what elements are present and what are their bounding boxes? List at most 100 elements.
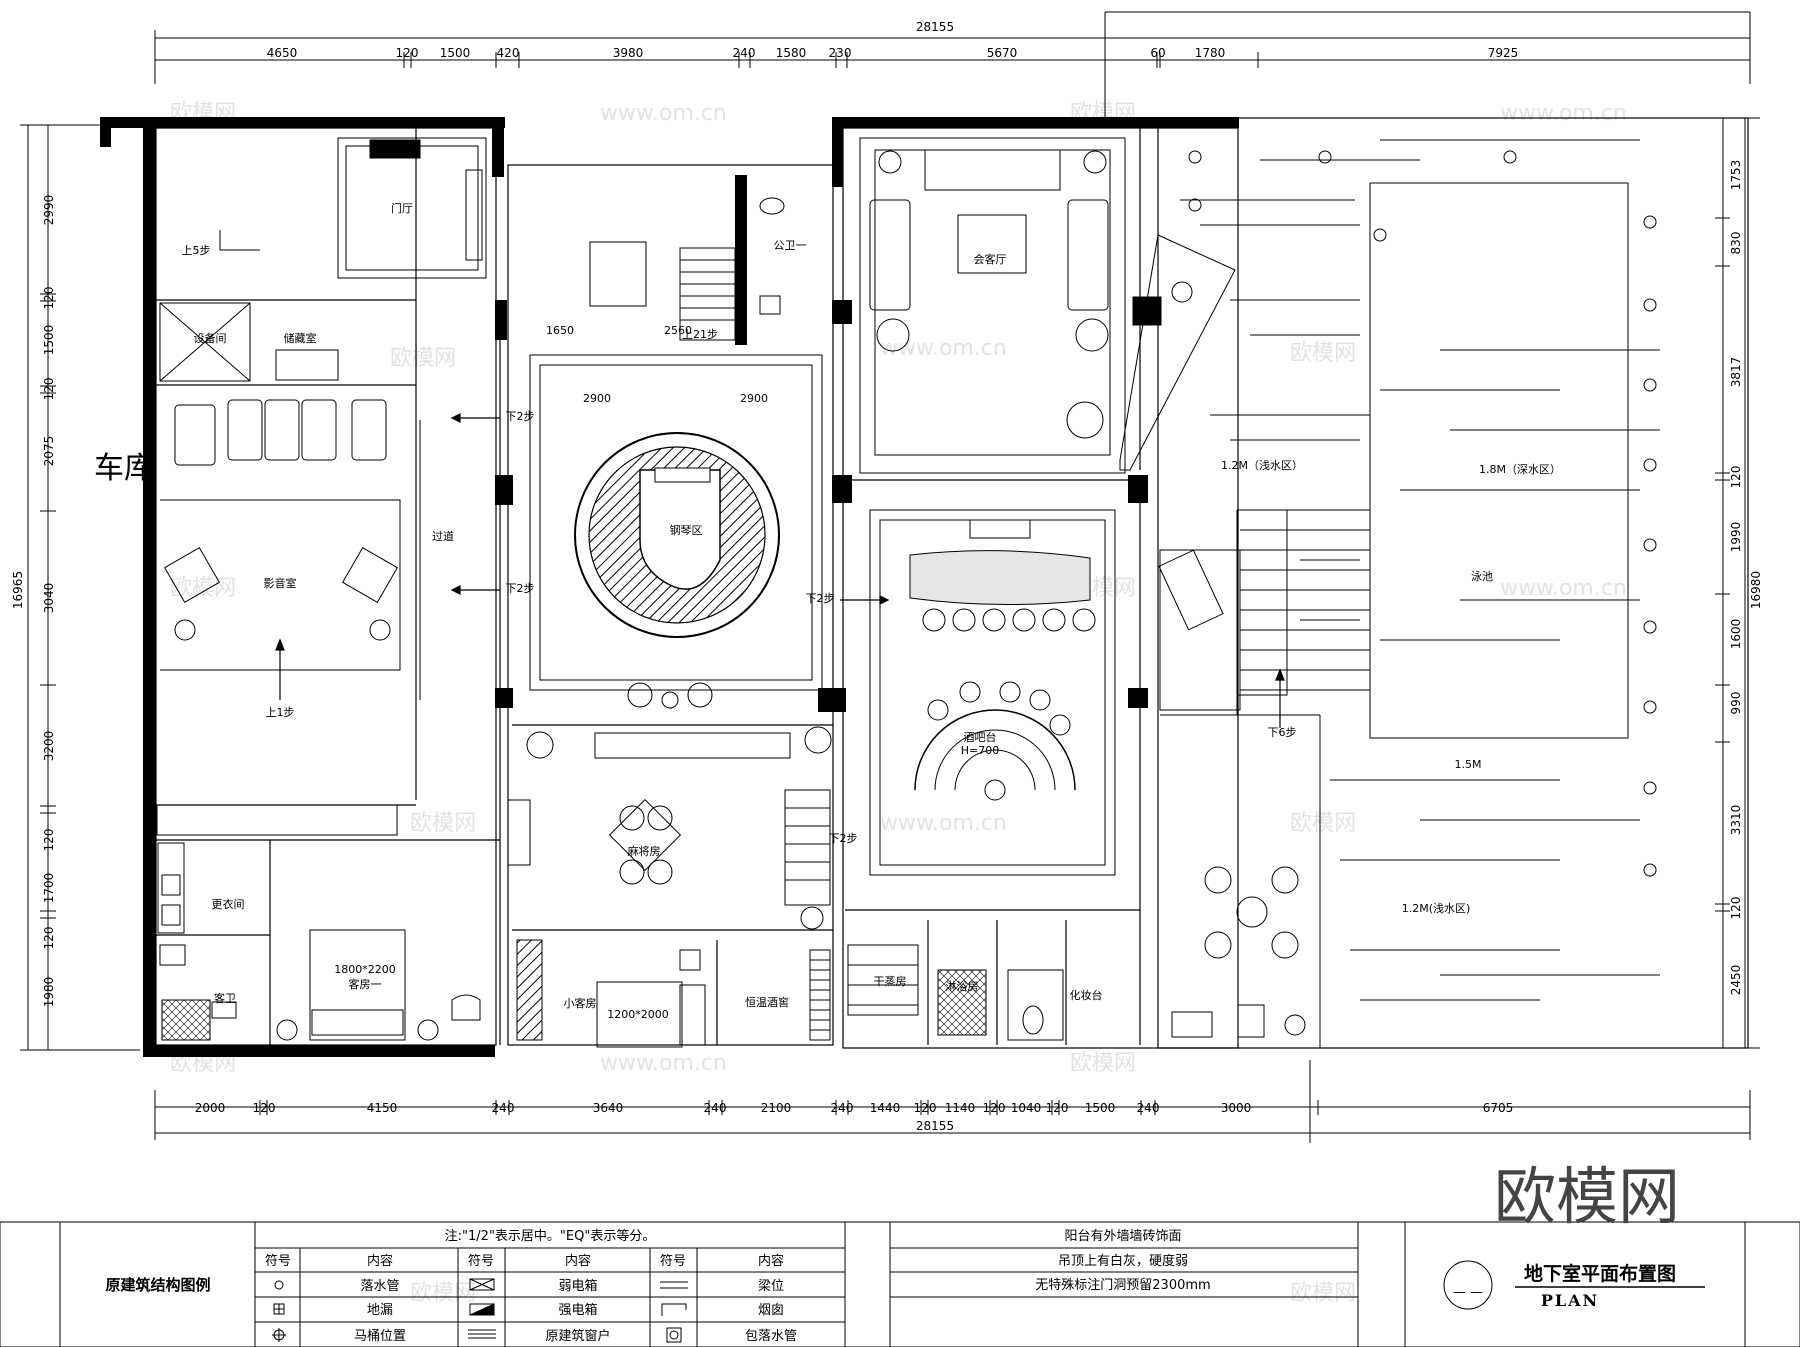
dim-top: 3980 <box>613 46 644 60</box>
drawing-subtitle: PLAN <box>1541 1291 1599 1310</box>
exterior-walls <box>100 117 1239 1057</box>
room-foyer: 门厅 <box>391 201 413 215</box>
note-down2: 下2步 <box>506 410 535 423</box>
legend-col-content: 内容 <box>367 1253 393 1269</box>
note-up5: 上5步 <box>182 244 211 257</box>
watermark: 欧模网 <box>390 346 456 371</box>
dim-left: 3040 <box>42 583 56 614</box>
title-block: — — 地下室平面布置图 PLAN <box>1453 1262 1705 1310</box>
dim-right: 830 <box>1729 232 1743 255</box>
dim-bottom: 1500 <box>1085 1101 1116 1115</box>
dim-inner: 2560 <box>664 324 692 337</box>
dim-right: 2450 <box>1729 965 1743 996</box>
legend-title: 原建筑结构图例 <box>105 1276 210 1294</box>
pool-mid: 1.5M <box>1455 758 1482 771</box>
dim-top-total: 28155 <box>916 20 954 34</box>
bar-height: H=700 <box>961 744 999 757</box>
watermark-logo: 欧模网 <box>1494 1160 1680 1233</box>
legend-col-content: 内容 <box>758 1253 784 1269</box>
dim-bottom: 120 <box>1046 1101 1069 1115</box>
dim-left: 2075 <box>42 436 56 467</box>
legend-table <box>0 1221 1800 1347</box>
dim-bottom: 120 <box>914 1101 937 1115</box>
legend-item: 强电箱 <box>558 1302 597 1318</box>
room-theater: 影音室 <box>264 576 297 590</box>
room-shower: 淋浴房 <box>946 980 979 993</box>
room-wine-cellar: 恒温酒窖 <box>745 995 789 1009</box>
dim-top: 420 <box>497 46 520 60</box>
legend-symbols <box>272 1278 688 1343</box>
dim-right: 120 <box>1729 897 1743 920</box>
dim-right: 1600 <box>1729 619 1743 650</box>
remark: 无特殊标注门洞预留2300mm <box>1035 1278 1210 1293</box>
room-cloakroom: 更衣间 <box>212 897 245 911</box>
note-down6: 下6步 <box>1268 726 1297 739</box>
dim-bottom: 3000 <box>1221 1101 1252 1115</box>
room-guest-1: 客房一 <box>349 977 382 991</box>
watermark-url: www.om.cn <box>600 1051 727 1076</box>
dim-top: 60 <box>1150 46 1165 60</box>
legend-text: 原建筑结构图例 注:"1/2"表示居中。"EQ"表示等分。 符号 内容 符号 内… <box>105 1228 1210 1344</box>
dim-top: 1500 <box>440 46 471 60</box>
watermark: 欧模网 <box>1070 1051 1136 1076</box>
pool-shallow: 1.2M（浅水区） <box>1221 459 1303 472</box>
legend-item: 落水管 <box>360 1279 399 1294</box>
pool-lights <box>1188 150 1657 877</box>
dim-bottom: 120 <box>253 1101 276 1115</box>
dim-bottom: 2000 <box>195 1101 226 1115</box>
legend-col-content: 内容 <box>565 1253 591 1269</box>
dim-bottom: 240 <box>1137 1101 1160 1115</box>
note-up1: 上1步 <box>266 706 295 719</box>
dim-top: 4650 <box>267 46 298 60</box>
dim-left: 120 <box>42 927 56 950</box>
dim-inner: 2900 <box>583 392 611 405</box>
dim-left: 1500 <box>42 325 56 356</box>
room-pool: 泳池 <box>1471 569 1493 583</box>
note-down2: 下2步 <box>506 582 535 595</box>
legend-item: 烟囱 <box>758 1303 784 1318</box>
pool-shallow: 1.2M(浅水区) <box>1402 902 1471 915</box>
room-piano: 钢琴区 <box>670 524 703 537</box>
dim-left-total: 16965 <box>11 571 25 609</box>
legend-item: 马桶位置 <box>354 1329 406 1344</box>
remark: 阳台有外墙墙砖饰面 <box>1064 1229 1181 1244</box>
dim-bottom: 240 <box>492 1101 515 1115</box>
room-public-wc: 公卫一 <box>774 239 807 252</box>
room-small-guest: 小客房 <box>564 996 597 1010</box>
watermark-url: www.om.cn <box>880 336 1007 361</box>
watermark-url: www.om.cn <box>880 811 1007 836</box>
room-mahjong: 麻将房 <box>628 844 661 858</box>
dim-bottom: 240 <box>831 1101 854 1115</box>
dim-inner: 1650 <box>546 324 574 337</box>
note-down2: 下2步 <box>829 832 858 845</box>
dim-left: 120 <box>42 829 56 852</box>
dim-top: 230 <box>829 46 852 60</box>
dim-inner: 2900 <box>740 392 768 405</box>
dim-left: 1700 <box>42 873 56 904</box>
note-up21: 上21步 <box>682 328 718 341</box>
dim-bottom: 1040 <box>1011 1101 1042 1115</box>
legend-item: 包落水管 <box>745 1329 797 1344</box>
dim-top: 1580 <box>776 46 807 60</box>
dim-left: 2990 <box>42 195 56 226</box>
drawing-title: 地下室平面布置图 <box>1524 1262 1676 1285</box>
watermark: 欧模网 <box>1290 811 1356 836</box>
legend-col-symbol: 符号 <box>265 1253 291 1269</box>
room-vanity: 化妆台 <box>1070 988 1103 1002</box>
dim-left: 120 <box>42 378 56 401</box>
watermark-url: www.om.cn <box>1500 101 1627 126</box>
dim-left: 3200 <box>42 731 56 762</box>
watermark-url: www.om.cn <box>600 101 727 126</box>
dim-bottom: 240 <box>704 1101 727 1115</box>
watermark: 欧模网 <box>1290 341 1356 366</box>
dim-bottom-total: 28155 <box>916 1119 954 1133</box>
dim-bottom: 1140 <box>945 1101 976 1115</box>
dim-top: 7925 <box>1488 46 1519 60</box>
dim-top: 120 <box>396 46 419 60</box>
watermark-url: www.om.cn <box>1500 576 1627 601</box>
title-symbol: — — <box>1453 1285 1483 1300</box>
columns <box>495 300 1148 712</box>
dim-right-total: 16980 <box>1749 571 1763 609</box>
dim-left: 120 <box>42 287 56 310</box>
watermark: 欧模网 <box>170 576 236 601</box>
